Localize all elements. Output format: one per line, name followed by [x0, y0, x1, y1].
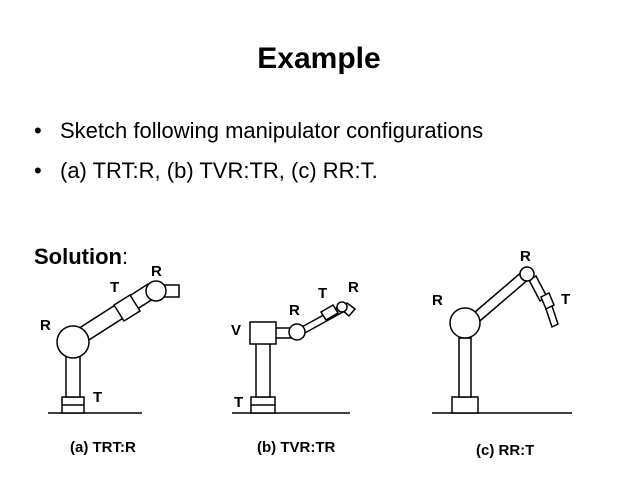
prismatic-joint [540, 291, 555, 311]
label-c-left-r: R [432, 292, 443, 309]
label-b-base-t: T [234, 394, 243, 411]
wrist-revolute-joint [145, 280, 167, 302]
elbow-revolute-joint [519, 266, 535, 282]
bullet-text: Sketch following manipulator configurati… [60, 118, 484, 143]
bullet-icon: • [34, 158, 42, 183]
label-a-top-r: R [151, 263, 162, 280]
label-b-mid-r: R [289, 302, 300, 319]
vertical-joint [249, 321, 277, 345]
figure-c [432, 266, 572, 414]
label-b-top-r: R [348, 279, 359, 296]
caption-b: (b) TVR:TR [257, 439, 335, 456]
wrist-revolute-joint [336, 301, 348, 313]
bullet-icon: • [34, 118, 42, 143]
bullet-list: • Sketch following manipulator configurat… [34, 118, 483, 198]
caption-c: (c) RR:T [476, 442, 534, 459]
label-c-top-r: R [520, 248, 531, 265]
vertical-link [255, 341, 271, 398]
solution-colon: : [121, 244, 129, 269]
solution-label: Solution [34, 244, 122, 269]
slide-title: Example [257, 42, 381, 75]
bullet-item: • (a) TRT:R, (b) TVR:TR, (c) RR:T. [34, 158, 483, 184]
label-a-left-r: R [40, 317, 51, 334]
bullet-text: (a) TRT:R, (b) TVR:TR, (c) RR:T. [60, 158, 378, 183]
figure-a [48, 280, 180, 414]
end-effector [545, 304, 559, 329]
label-b-mid-t: T [318, 285, 327, 302]
label-b-left-v: V [231, 322, 241, 339]
vertical-link [458, 337, 472, 398]
vertical-link [65, 354, 81, 398]
label-a-upper-t: T [110, 279, 119, 296]
elbow-revolute-joint [288, 323, 306, 341]
shoulder-revolute-joint [56, 325, 90, 359]
prismatic-joint [319, 303, 340, 322]
bullet-item: • Sketch following manipulator configurat… [34, 118, 483, 144]
base [451, 396, 479, 414]
solution-heading: Solution: [34, 244, 128, 270]
figure-b [232, 301, 357, 414]
arm-prismatic-joint [112, 293, 142, 323]
shoulder-revolute-joint [449, 307, 481, 339]
caption-a: (a) TRT:R [70, 439, 136, 456]
label-c-right-t: T [561, 291, 570, 308]
label-a-base-t: T [93, 389, 102, 406]
